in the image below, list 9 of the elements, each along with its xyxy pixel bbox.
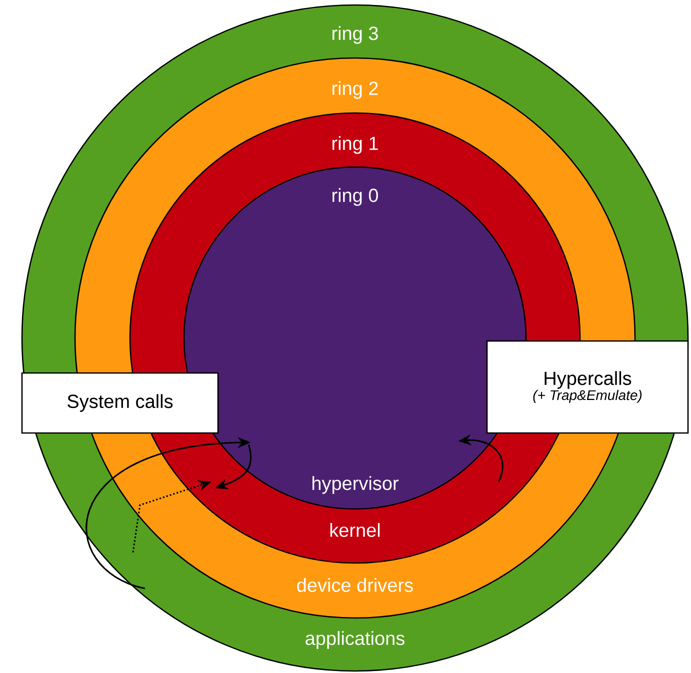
ring-label: ring 1 bbox=[332, 136, 378, 154]
ring-label: ring 3 bbox=[332, 26, 378, 44]
ring-label: applications bbox=[306, 631, 404, 649]
ring-label: kernel bbox=[330, 523, 380, 537]
ring-label: ring 2 bbox=[332, 81, 378, 99]
ring-label: hypervisor bbox=[312, 476, 398, 494]
ring bbox=[183, 166, 527, 510]
ring-label: device drivers bbox=[297, 578, 413, 592]
ring-label: ring 0 bbox=[332, 188, 378, 206]
